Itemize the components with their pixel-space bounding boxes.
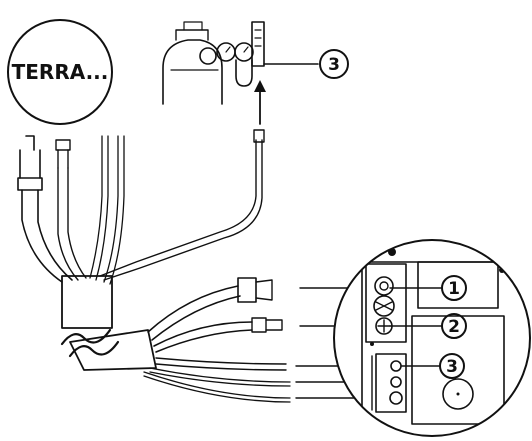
- bubble-text: TERRA...: [12, 60, 109, 84]
- callout-panel-1-label: 1: [448, 279, 460, 299]
- callout-panel-2: 2: [389, 313, 467, 339]
- callout-top-label: 3: [328, 55, 340, 75]
- callout-panel-3-label: 3: [446, 357, 458, 377]
- cable-bundle-upper: [17, 135, 125, 285]
- gas-cylinder: [162, 21, 223, 105]
- gas-hose: [99, 129, 265, 281]
- speech-bubble: TERRA...: [7, 19, 113, 125]
- cables-lower: [143, 277, 291, 403]
- callout-panel-1: 1: [389, 275, 467, 301]
- arrow-up: [254, 80, 266, 125]
- cable-sleeve: [60, 275, 157, 371]
- callout-panel-3: 3: [401, 353, 465, 379]
- callout-panel-2-label: 2: [448, 317, 460, 337]
- callout-top-3: 3: [319, 49, 349, 79]
- gas-regulator: [199, 21, 319, 87]
- panel-inset: [333, 239, 531, 437]
